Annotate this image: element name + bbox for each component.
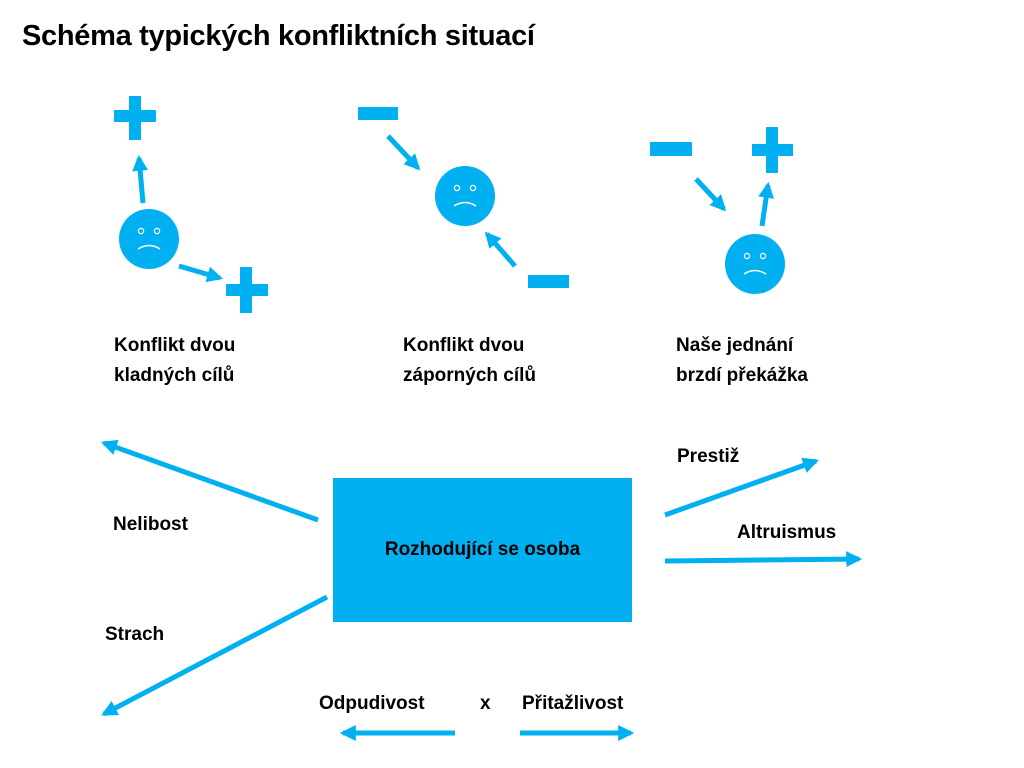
arrow-to-plus-right — [178, 263, 224, 283]
caption-line: Naše jednání — [676, 335, 794, 356]
slide-title: Schéma typických konfliktních situací — [22, 20, 535, 52]
sad-face-icon — [119, 209, 179, 269]
factor-strach: Strach — [105, 624, 165, 645]
minus-sign-icon — [358, 107, 398, 120]
legend-pritazlivost: Přitažlivost — [522, 693, 624, 714]
caption-line: kladných cílů — [114, 365, 235, 386]
situation-two-negative — [358, 107, 569, 288]
minus-sign-icon — [528, 275, 569, 288]
caption-two-positive: Konflikt dvou kladných cílů — [114, 331, 235, 391]
caption-obstacle: Naše jednání brzdí překážka — [676, 331, 808, 391]
legend-odpudivost: Odpudivost — [319, 693, 425, 714]
arrow-altruismus — [664, 551, 863, 568]
caption-line: Konflikt dvou — [114, 335, 236, 356]
caption-line: Konflikt dvou — [403, 335, 525, 356]
plus-sign-icon — [752, 127, 793, 173]
caption-line: záporných cílů — [403, 365, 537, 386]
factor-nelibost: Nelibost — [113, 514, 188, 535]
caption-two-negative: Konflikt dvou záporných cílů — [403, 331, 536, 391]
arrow-from-minus-bottom — [484, 231, 517, 268]
arrow-to-plus-top — [132, 154, 149, 204]
plus-sign-icon — [226, 267, 268, 313]
situation-two-positive — [114, 96, 268, 313]
arrow-from-minus-top — [386, 134, 421, 171]
arrow-strach — [101, 594, 329, 717]
arrow-to-plus — [758, 181, 775, 227]
legend-separator: x — [480, 693, 491, 714]
factor-prestiz: Prestiž — [677, 446, 740, 467]
arrow-prestiz — [664, 457, 820, 518]
arrow-from-minus — [694, 177, 727, 212]
situation-obstacle — [650, 127, 793, 294]
minus-sign-icon — [650, 142, 692, 156]
plus-sign-icon — [114, 96, 156, 140]
sad-face-icon — [435, 166, 495, 226]
arrow-nelibost — [100, 439, 319, 523]
factor-altruismus: Altruismus — [737, 522, 837, 543]
decision-box-label: Rozhodující se osoba — [384, 539, 581, 560]
caption-line: brzdí překážka — [676, 365, 808, 386]
sad-face-icon — [725, 234, 785, 294]
decision-box: Rozhodující se osoba — [333, 478, 632, 622]
